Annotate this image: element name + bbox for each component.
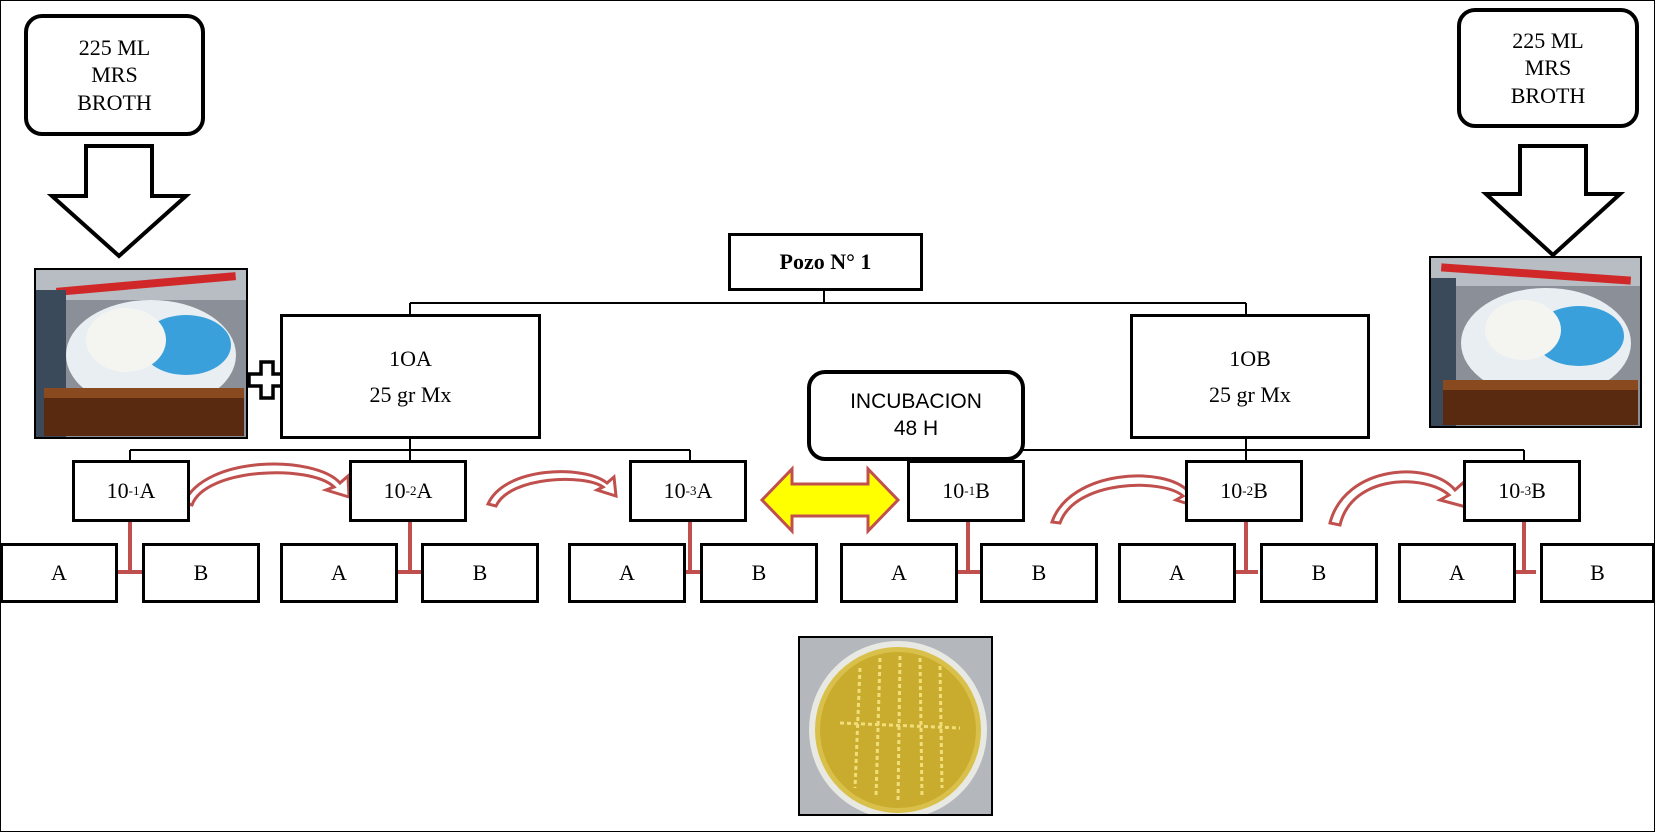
transfer-arrow-2b-3b (1328, 470, 1468, 527)
incubation-duration: 48 H (893, 416, 939, 440)
dilution-base: 10 (1220, 478, 1243, 504)
replicate-box-b: B (421, 543, 539, 603)
replicate-label: A (51, 560, 67, 586)
sample-a-id: 1OA (389, 346, 432, 371)
replicate-connector-3b (1512, 522, 1536, 574)
dilution-base: 10 (106, 478, 129, 504)
replicate-label: B (1311, 560, 1327, 586)
broth-left-line: BROTH (77, 89, 152, 115)
sample-bag-photo-right (1429, 256, 1642, 428)
broth-right-line: MRS (1524, 55, 1572, 81)
dilution-series: A (139, 478, 156, 504)
double-arrow-icon (759, 465, 901, 535)
replicate-box-b: B (700, 543, 818, 603)
replicate-label: B (1031, 560, 1047, 586)
replicate-connector-2b (1234, 522, 1258, 574)
incubation-label: INCUBACION (850, 390, 982, 414)
dilution-series: A (416, 478, 433, 504)
replicate-box-b: B (1540, 543, 1655, 603)
replicate-connector-1a (118, 522, 142, 574)
replicate-label: B (751, 560, 767, 586)
dilution-base: 10 (1498, 478, 1521, 504)
root-well-box: Pozo N° 1 (728, 233, 923, 291)
transfer-arrow-1a-2a (181, 462, 351, 507)
down-arrow-right (1480, 144, 1626, 258)
sample-b-id: 1OB (1229, 346, 1271, 371)
broth-left-line: 225 ML (78, 34, 151, 60)
broth-right-line: 225 ML (1512, 27, 1584, 53)
replicate-connector-1b (956, 522, 980, 574)
replicate-label: A (1449, 560, 1465, 586)
replicate-box-a: A (568, 543, 686, 603)
sample-a-weight: 25 gr Mx (369, 381, 452, 407)
plus-icon (247, 360, 287, 400)
sample-box-b: 1OB 25 gr Mx (1130, 314, 1370, 439)
replicate-box-a: A (0, 543, 118, 603)
root-well-label: Pozo N° 1 (779, 249, 872, 275)
dilution-series: B (975, 478, 990, 504)
sample-box-a: 1OA 25 gr Mx (280, 314, 541, 439)
replicate-connector-2a (398, 522, 422, 574)
replicate-box-a: A (840, 543, 958, 603)
replicate-label: B (472, 560, 488, 586)
replicate-label: A (331, 560, 347, 586)
down-arrow-left (46, 144, 192, 259)
broth-right-line: BROTH (1510, 82, 1586, 108)
replicate-label: B (1590, 560, 1605, 586)
broth-left-line: MRS (91, 62, 138, 88)
replicate-label: B (193, 560, 209, 586)
dilution-base: 10 (383, 478, 406, 504)
sample-b-weight: 25 gr Mx (1209, 381, 1291, 407)
transfer-arrow-1b-2b (1049, 474, 1200, 525)
replicate-box-a: A (1118, 543, 1236, 603)
replicate-box-b: B (1260, 543, 1378, 603)
dilution-series: B (1253, 478, 1268, 504)
replicate-box-b: B (142, 543, 260, 603)
replicate-box-a: A (1398, 543, 1516, 603)
transfer-arrow-2a-3a (485, 470, 618, 508)
replicate-label: A (619, 560, 635, 586)
dilution-base: 10 (942, 478, 965, 504)
sample-bag-photo-left (34, 268, 248, 439)
incubation-box: INCUBACION 48 H (807, 370, 1025, 461)
dilution-series: B (1531, 478, 1546, 504)
dilution-base: 10 (663, 478, 686, 504)
replicate-box-a: A (280, 543, 398, 603)
petri-dish-photo (798, 636, 993, 816)
replicate-label: A (1169, 560, 1185, 586)
dilution-series: A (696, 478, 713, 504)
replicate-label: A (891, 560, 907, 586)
replicate-box-b: B (980, 543, 1098, 603)
